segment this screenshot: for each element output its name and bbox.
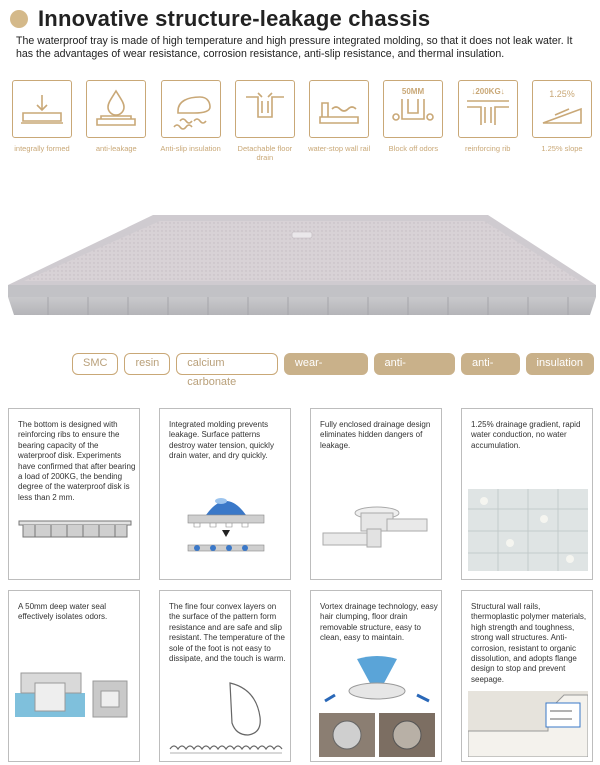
feature-label: Block off odors <box>388 144 439 153</box>
feature-odor-block: 50MM Block off odors <box>379 80 447 162</box>
wall-rail-cross-section <box>468 691 588 757</box>
tray-surface-photo <box>468 489 588 571</box>
feature-label: water-stop wall rail <box>308 144 371 153</box>
water-seal-diagram <box>15 663 135 723</box>
card-wall-rails: Structural wall rails, thermoplastic pol… <box>461 590 593 762</box>
tag-anti-skid: anti-skid <box>460 353 520 388</box>
card-reinforcing-ribs: The bottom is designed with reinforcing … <box>8 408 140 580</box>
shower-tray-image <box>8 205 596 325</box>
card-text: The bottom is designed with reinforcing … <box>18 420 136 502</box>
tag-calcium-carbonate: calcium carbonate <box>176 353 278 388</box>
card-text: Vortex drainage technology, easy hair cl… <box>320 602 438 643</box>
card-text: Fully enclosed drainage design eliminate… <box>320 420 431 450</box>
svg-text:50MM: 50MM <box>402 87 425 96</box>
tag-wear-resistant: wear-resistant <box>283 353 368 388</box>
floor-drain-icon <box>234 80 295 138</box>
water-tension-diagram <box>166 489 286 561</box>
feature-label: integrally formed <box>14 144 70 153</box>
tag-resin: resin <box>124 353 171 375</box>
foot-icon <box>160 80 221 138</box>
feature-anti-leakage: anti-leakage <box>82 80 150 162</box>
tray-profile-image <box>15 509 135 549</box>
tag-insulation: insulation <box>525 353 594 375</box>
material-tags: SMC resin calcium carbonate wear-resista… <box>72 353 600 388</box>
feature-anti-slip: Anti-slip insulation <box>157 80 225 162</box>
feature-slope: 1.25% 1.25% slope <box>528 80 596 162</box>
slope-icon: 1.25% <box>531 80 592 138</box>
tray-frame-icon <box>12 80 72 138</box>
feature-floor-drain: Detachable floor drain <box>231 80 299 162</box>
card-text: The fine four convex layers on the surfa… <box>169 602 286 664</box>
drain-pipe-image <box>317 501 437 561</box>
feature-icon-row: integrally formed anti-leakage Anti-slip… <box>8 80 596 162</box>
feature-label: Detachable floor drain <box>237 144 293 162</box>
feature-label: anti-leakage <box>95 144 137 153</box>
svg-text:↓200KG↓: ↓200KG↓ <box>471 87 504 96</box>
vortex-drain-photos <box>317 655 437 759</box>
feature-label: 1.25% slope <box>541 144 583 153</box>
card-anti-slip: The fine four convex layers on the surfa… <box>159 590 291 762</box>
reinforcing-rib-icon: ↓200KG↓ <box>457 80 518 138</box>
tag-smc: SMC <box>72 353 119 375</box>
feature-label: reinforcing rib <box>464 144 511 153</box>
svg-text:1.25%: 1.25% <box>549 89 575 99</box>
odor-block-icon: 50MM <box>383 80 444 138</box>
title-row: Innovative structure-leakage chassis <box>10 6 430 32</box>
card-vortex-drainage: Vortex drainage technology, easy hair cl… <box>310 590 442 762</box>
card-text: 1.25% drainage gradient, rapid water con… <box>471 420 581 450</box>
page-title: Innovative structure-leakage chassis <box>38 6 431 31</box>
feature-reinforcing-rib: ↓200KG↓ reinforcing rib <box>454 80 522 162</box>
feature-wall-rail: water-stop wall rail <box>305 80 373 162</box>
feature-integrally-formed: integrally formed <box>8 80 76 162</box>
card-enclosed-drainage: Fully enclosed drainage design eliminate… <box>310 408 442 580</box>
card-text: Structural wall rails, thermoplastic pol… <box>471 602 587 684</box>
card-drainage-gradient: 1.25% drainage gradient, rapid water con… <box>461 408 593 580</box>
card-water-seal: A 50mm deep water seal effectively isola… <box>8 590 140 762</box>
title-bullet-icon <box>10 10 28 28</box>
foot-surface-diagram <box>166 673 286 757</box>
water-drop-icon <box>86 80 147 138</box>
card-integrated-molding: Integrated molding prevents leakage. Sur… <box>159 408 291 580</box>
wall-rail-icon <box>309 80 370 138</box>
intro-paragraph: The waterproof tray is made of high temp… <box>16 35 573 60</box>
card-text: Integrated molding prevents leakage. Sur… <box>169 420 274 461</box>
card-text: A 50mm deep water seal effectively isola… <box>18 602 108 622</box>
feature-label: Anti-slip insulation <box>160 144 221 153</box>
tag-anti-corrosion: anti-corrosion <box>373 353 455 388</box>
